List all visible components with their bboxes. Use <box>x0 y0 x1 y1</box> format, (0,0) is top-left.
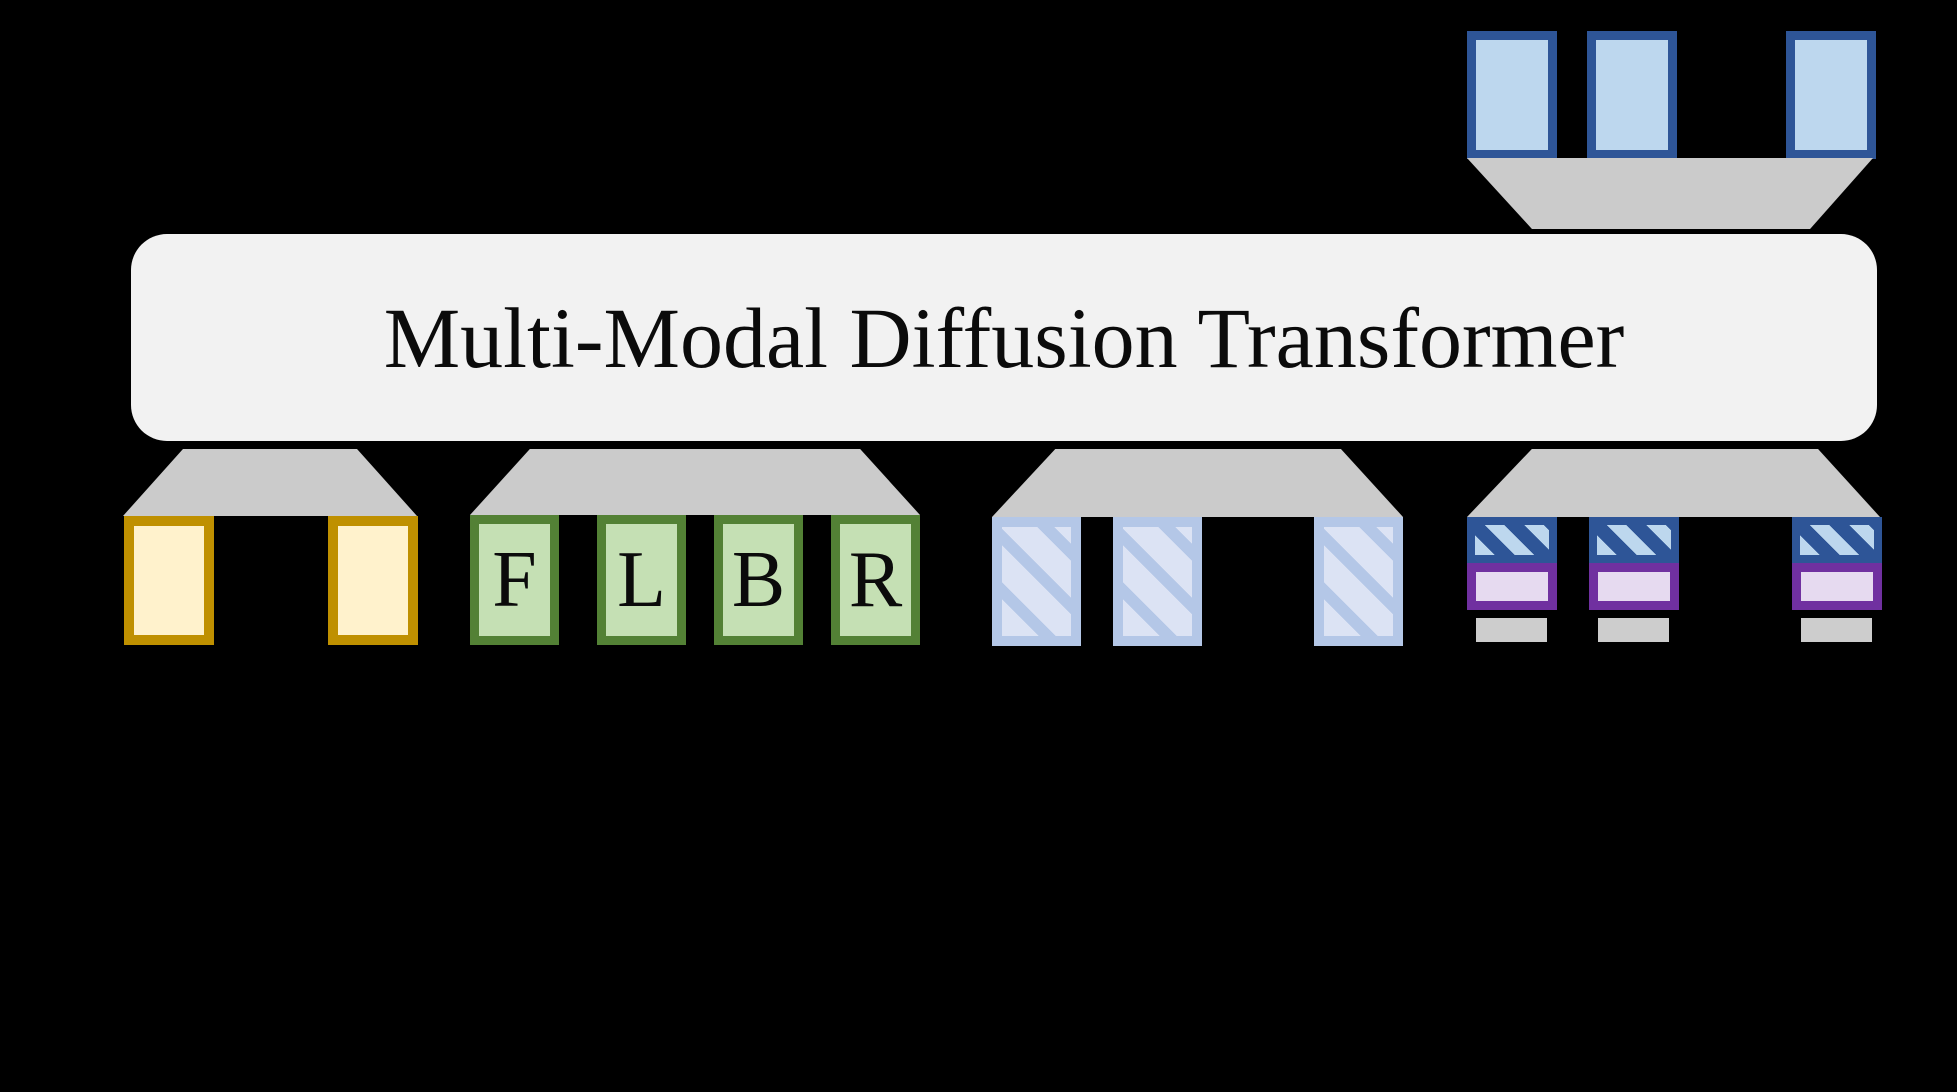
output-token-1 <box>1467 31 1557 159</box>
stacked-token-1-purple-slot <box>1467 563 1557 610</box>
stacked-token-3-hatch-cap <box>1792 517 1882 563</box>
output-token-2 <box>1587 31 1677 159</box>
stacked-token-3-purple-slot <box>1792 563 1882 610</box>
yellow-token-2 <box>328 516 418 645</box>
view-token-back: B <box>714 515 803 645</box>
stacked-token-1-hatch-cap <box>1467 517 1557 563</box>
view-token-label: B <box>731 536 786 624</box>
view-token-right: R <box>831 515 920 645</box>
yellow-token-1 <box>124 516 214 645</box>
view-token-label: F <box>492 536 537 624</box>
hatched-token-1 <box>992 517 1081 646</box>
view-token-left: L <box>597 515 686 645</box>
transformer-block: Multi-Modal Diffusion Transformer <box>131 234 1877 441</box>
output-token-3 <box>1786 31 1876 159</box>
group4-funnel-shape <box>1467 449 1880 517</box>
stacked-token-2-hatch-cap <box>1589 517 1679 563</box>
group2-funnel-shape <box>470 449 920 515</box>
view-token-label: R <box>848 536 903 624</box>
output-funnel-shape <box>1467 158 1873 229</box>
group1-funnel-shape <box>123 449 417 516</box>
view-token-label: L <box>617 536 666 624</box>
stacked-token-1-gray-bar <box>1476 618 1547 642</box>
group3-funnel-shape <box>992 449 1403 517</box>
hatched-token-2 <box>1113 517 1202 646</box>
stacked-token-2-purple-slot <box>1589 563 1679 610</box>
transformer-title: Multi-Modal Diffusion Transformer <box>383 289 1625 386</box>
stacked-token-2-gray-bar <box>1598 618 1669 642</box>
stacked-token-3-gray-bar <box>1801 618 1872 642</box>
hatched-token-3 <box>1314 517 1403 646</box>
view-token-front: F <box>470 515 559 645</box>
